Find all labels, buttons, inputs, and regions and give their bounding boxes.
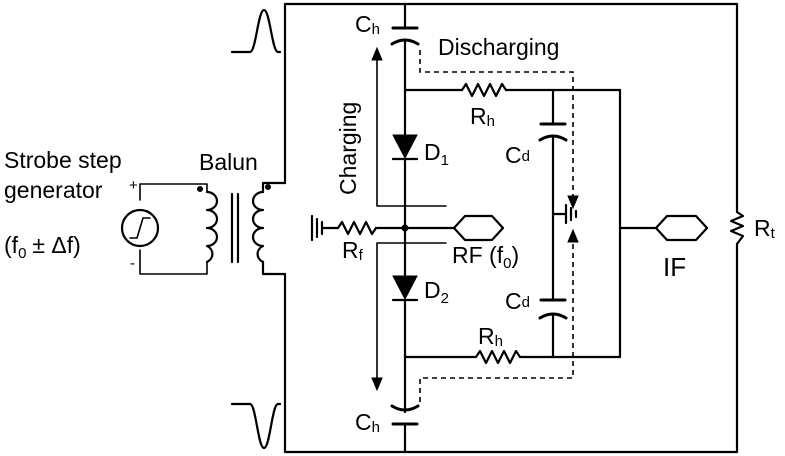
discharging-arrow-up-icon [567, 228, 579, 243]
balun-primary-coil [205, 190, 219, 264]
diode-d1 [392, 134, 418, 160]
ch-bottom-plate-upper [390, 404, 420, 412]
balun-bottom-lead [261, 260, 287, 276]
generator-top-wire [139, 183, 208, 201]
discharging-path-lower [419, 232, 574, 402]
generator-minus-sign: - [130, 255, 135, 272]
cd-top-label: Cd [505, 142, 530, 168]
charging-arrow-down-icon [371, 377, 383, 392]
rf-resistor-label: Rf [342, 237, 364, 264]
hold-capacitor-bottom [390, 404, 420, 454]
hold-capacitor-top [390, 2, 420, 137]
generator-freq-label: (f0± Δf) [4, 232, 81, 262]
rf-port-icon [452, 214, 505, 242]
d1-label: D1 [424, 139, 449, 169]
d2-label: D2 [424, 277, 449, 307]
rh-top-label: Rh [470, 103, 495, 130]
strobe-step-generator: + - [120, 177, 208, 275]
ch-bottom-label: Ch [355, 409, 380, 436]
charging-path-line-lower [376, 242, 447, 389]
ch-top-label: Ch [355, 11, 380, 38]
generator-bottom-wire [139, 249, 208, 275]
balun-secondary-coil [251, 190, 265, 264]
balun-label: Balun [199, 149, 258, 175]
rt-label: Rt [754, 215, 776, 242]
charging-arrow-up-icon [371, 46, 383, 61]
discharging-label: Discharging [438, 34, 559, 60]
discharging-arrow-down-icon [567, 195, 579, 210]
negative-strobe-pulse-icon [230, 402, 282, 450]
rh-top-resistor [460, 82, 508, 98]
discharging-path-upper [419, 50, 574, 206]
rh-bottom-resistor [474, 349, 522, 365]
balun-dot-secondary [265, 184, 271, 190]
diode-d2 [392, 275, 418, 301]
generator-plus-sign: + [129, 177, 138, 194]
top-rail [283, 2, 739, 214]
charging-path-line [376, 49, 447, 207]
balun-top-lead [261, 181, 287, 194]
generator-label-line2: generator [4, 177, 103, 203]
rf-junction-dot [401, 224, 409, 232]
if-port-icon [654, 214, 709, 242]
positive-strobe-pulse-icon [230, 8, 282, 54]
charging-label: Charging [335, 102, 361, 195]
rt-resistor [729, 210, 745, 246]
step-symbol-icon [129, 217, 151, 239]
rf-resistor [336, 220, 378, 236]
if-port-label: IF [663, 252, 686, 282]
balun-transformer [197, 181, 287, 276]
bottom-rail [283, 242, 739, 454]
generator-source-circle [120, 208, 160, 248]
rf-port-label: RF (f0) [452, 242, 519, 272]
rh-bottom-label: Rh [478, 323, 503, 350]
balun-dot-primary [197, 186, 203, 192]
generator-label-line1: Strobe step [4, 147, 122, 173]
cd-bottom-label: Cd [505, 288, 530, 314]
